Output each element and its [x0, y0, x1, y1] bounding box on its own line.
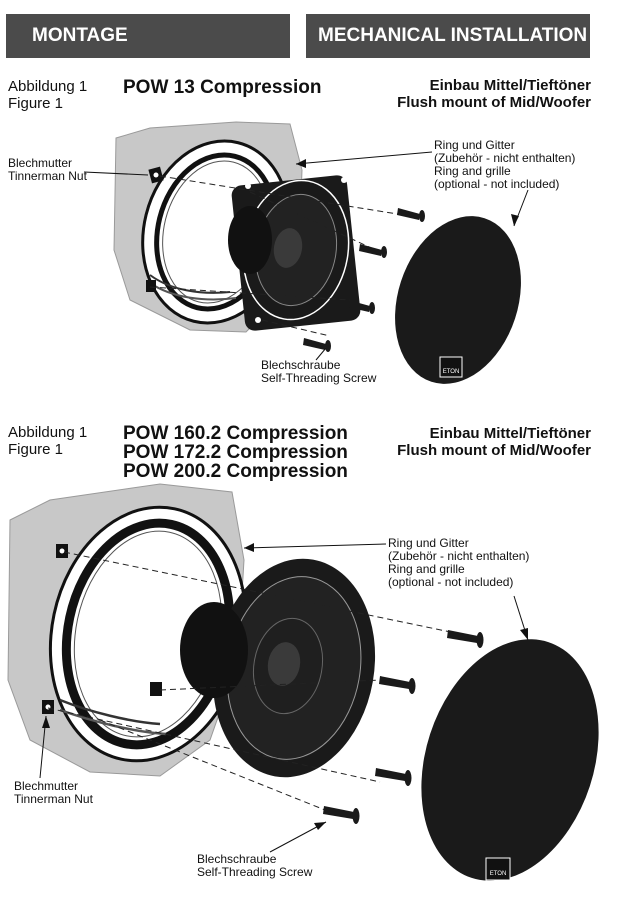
- screw-icon: [323, 630, 484, 824]
- mechanical-installation-title: MECHANICAL INSTALLATION: [318, 25, 588, 46]
- speaker-grille: [395, 216, 521, 384]
- figure-bottom-caption-de: Abbildung 1: [8, 424, 88, 441]
- montage-title: MONTAGE: [32, 25, 128, 46]
- figure-top-nut-de: Blechmutter: [8, 156, 73, 170]
- figure-bottom-nut-en: Tinnerman Nut: [14, 792, 93, 806]
- mechanical-installation-banner: MECHANICAL INSTALLATION: [306, 14, 590, 58]
- figure-top-caption-en: Figure 1: [8, 95, 64, 112]
- grille-logo-badge: [439, 356, 463, 378]
- figure-bottom-ring-4: (optional - not included): [388, 575, 514, 589]
- figure-bottom-caption-en: Figure 1: [8, 441, 64, 458]
- figure-top-screw-de: Blechschraube: [261, 358, 341, 372]
- grille-logo-badge: [485, 857, 511, 881]
- figure-bottom-ring-2: (Zubehör - nicht enthalten): [388, 549, 530, 563]
- figure-bottom-mount-en: Flush mount of Mid/Woofer: [397, 442, 591, 459]
- figure-top-caption-de: Abbildung 1: [8, 78, 88, 95]
- figure-top-exploded-diagram: ETON: [83, 121, 529, 384]
- screw-icon: [303, 208, 425, 352]
- grille-logo: ETON: [490, 871, 507, 877]
- figure-bottom-mount-de: Einbau Mittel/Tieftöner: [429, 425, 591, 442]
- figure-top-model: POW 13 Compression: [123, 77, 322, 98]
- speaker-grille: [421, 639, 599, 881]
- figure-bottom-ring-3: Ring and grille: [388, 562, 465, 576]
- grille-logo: ETON: [443, 369, 460, 375]
- figure-bottom-model-3: POW 200.2 Compression: [123, 461, 348, 482]
- figure-top-nut-en: Tinnerman Nut: [8, 169, 87, 183]
- figure-top-mount-en: Flush mount of Mid/Woofer: [397, 94, 591, 111]
- figure-top-ring-3: Ring and grille: [434, 164, 511, 178]
- figure-bottom-model-2: POW 172.2 Compression: [123, 442, 348, 463]
- figure-bottom-model-1: POW 160.2 Compression: [123, 423, 348, 444]
- figure-bottom-screw-en: Self-Threading Screw: [197, 865, 313, 879]
- montage-banner: MONTAGE: [6, 14, 290, 58]
- figure-bottom-ring-1: Ring und Gitter: [388, 536, 469, 550]
- figure-bottom-screw-de: Blechschraube: [197, 852, 277, 866]
- figure-top-screw-en: Self-Threading Screw: [261, 371, 377, 385]
- figure-top-ring-2: (Zubehör - nicht enthalten): [434, 151, 576, 165]
- figure-top-ring-1: Ring und Gitter: [434, 138, 515, 152]
- figure-top-ring-4: (optional - not included): [434, 177, 560, 191]
- figure-top-mount-de: Einbau Mittel/Tieftöner: [429, 77, 591, 94]
- figure-bottom-exploded-diagram: ETON: [7, 483, 599, 881]
- figure-bottom-nut-de: Blechmutter: [14, 779, 79, 793]
